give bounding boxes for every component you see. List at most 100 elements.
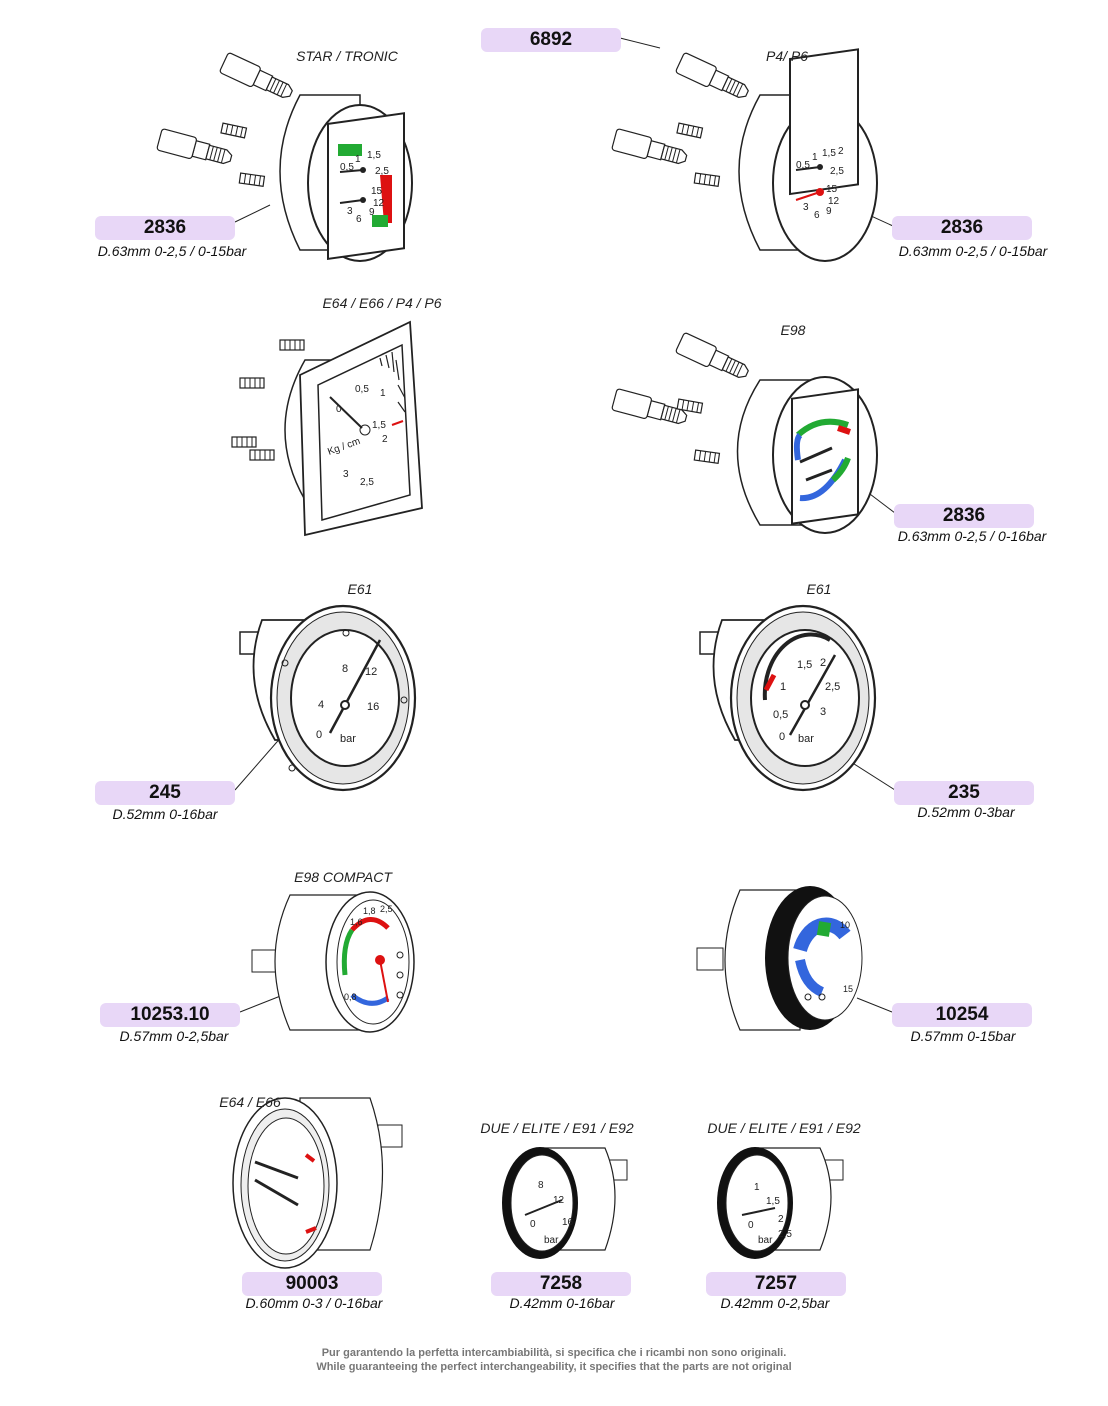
model-label-star-tronic: STAR / TRONIC [296, 48, 398, 64]
svg-text:1,5: 1,5 [766, 1196, 780, 1207]
svg-text:0,5: 0,5 [773, 709, 788, 721]
svg-text:16: 16 [367, 701, 379, 713]
model-label-7258: DUE / ELITE / E91 / E92 [480, 1120, 634, 1136]
gauge-e64-e66-drawing [232, 1097, 403, 1269]
part-code-badge-6892: 6892 [481, 28, 621, 52]
part-desc-2836-star: D.63mm 0-2,5 / 0-15bar [97, 243, 247, 259]
svg-text:12: 12 [365, 666, 377, 678]
svg-text:0: 0 [748, 1220, 754, 1231]
svg-text:4: 4 [318, 699, 324, 711]
svg-text:bar: bar [798, 733, 814, 745]
gauge-e61-245-drawing: 0 4 8 12 16 bar [239, 604, 417, 792]
part-desc-2836-e98: D.63mm 0-2,5 / 0-16bar [897, 528, 1047, 544]
part-code-badge-2836-e98: 2836 [894, 504, 1034, 528]
svg-text:2: 2 [382, 434, 388, 445]
svg-text:0: 0 [336, 404, 342, 415]
part-code-badge-245: 245 [95, 781, 235, 805]
svg-text:2,5: 2,5 [380, 904, 393, 914]
svg-text:9: 9 [826, 206, 832, 217]
gauge-e61-235-drawing: 0 0,5 1 1,5 2 2,5 3 bar [699, 604, 877, 792]
svg-text:10: 10 [840, 920, 850, 930]
svg-text:1: 1 [355, 154, 361, 165]
svg-text:0: 0 [779, 731, 785, 743]
gauge-e98-drawing [610, 331, 878, 534]
svg-text:0,8: 0,8 [344, 992, 357, 1002]
svg-text:6: 6 [356, 214, 362, 225]
svg-text:12: 12 [553, 1195, 565, 1206]
svg-text:1: 1 [780, 681, 786, 693]
svg-text:3: 3 [820, 706, 826, 718]
svg-text:2: 2 [838, 146, 844, 157]
svg-text:12: 12 [373, 198, 385, 209]
part-code-badge-10254: 10254 [892, 1003, 1032, 1027]
part-desc-7257: D.42mm 0-2,5bar [720, 1295, 830, 1311]
svg-text:1: 1 [812, 152, 818, 163]
svg-text:3: 3 [343, 469, 349, 480]
part-desc-10254: D.57mm 0-15bar [910, 1028, 1016, 1044]
svg-text:0,5: 0,5 [796, 160, 810, 171]
part-code-badge-90003: 90003 [242, 1272, 382, 1296]
gauge-7258-drawing: 8 12 16 0 bar [502, 1147, 628, 1259]
part-desc-245: D.52mm 0-16bar [112, 806, 218, 822]
svg-text:0: 0 [316, 729, 322, 741]
svg-text:8: 8 [342, 663, 348, 675]
model-label-e98: E98 [780, 322, 806, 338]
footer-disclaimer-english: While guaranteeing the perfect interchan… [316, 1361, 792, 1373]
svg-text:1: 1 [380, 388, 386, 399]
svg-text:bar: bar [544, 1235, 559, 1246]
part-desc-7258: D.42mm 0-16bar [509, 1295, 615, 1311]
model-label-e64-e66-p4-p6: E64 / E66 / P4 / P6 [322, 295, 442, 311]
svg-text:12: 12 [828, 196, 840, 207]
svg-text:6: 6 [814, 210, 820, 221]
model-label-e64-e66: E64 / E66 [219, 1094, 281, 1110]
svg-text:3: 3 [803, 202, 809, 213]
part-code-badge-7258: 7258 [491, 1272, 631, 1296]
svg-text:2: 2 [820, 657, 826, 669]
svg-text:2,5: 2,5 [825, 681, 840, 693]
part-desc-235: D.52mm 0-3bar [917, 804, 1015, 820]
svg-text:2,5: 2,5 [360, 477, 374, 488]
part-code-badge-235: 235 [894, 781, 1034, 805]
svg-text:1,5: 1,5 [372, 420, 386, 431]
svg-text:1: 1 [754, 1182, 760, 1193]
model-label-p4-p6: P4/ P6 [765, 48, 809, 64]
svg-text:9: 9 [369, 207, 375, 218]
svg-text:0,5: 0,5 [340, 162, 354, 173]
svg-text:15: 15 [826, 184, 838, 195]
svg-text:1,5: 1,5 [367, 150, 381, 161]
part-desc-2836-p4: D.63mm 0-2,5 / 0-15bar [898, 243, 1048, 259]
svg-text:0: 0 [530, 1219, 536, 1230]
svg-text:1,5: 1,5 [822, 148, 836, 159]
svg-text:bar: bar [340, 733, 356, 745]
svg-text:2,5: 2,5 [830, 166, 844, 177]
svg-text:bar: bar [758, 1235, 773, 1246]
part-code-badge-10253-10: 10253.10 [100, 1003, 240, 1027]
part-desc-90003: D.60mm 0-3 / 0-16bar [245, 1295, 383, 1311]
model-label-e61-245: E61 [347, 581, 373, 597]
svg-text:2,5: 2,5 [778, 1229, 792, 1240]
part-code-badge-2836-star: 2836 [95, 216, 235, 240]
svg-text:1,5: 1,5 [797, 659, 812, 671]
svg-text:15: 15 [371, 186, 383, 197]
svg-text:3: 3 [347, 206, 353, 217]
svg-text:0,5: 0,5 [355, 384, 369, 395]
model-label-e98-compact: E98 COMPACT [294, 869, 392, 885]
model-label-7257: DUE / ELITE / E91 / E92 [707, 1120, 861, 1136]
part-code-badge-2836-p4: 2836 [892, 216, 1032, 240]
footer-disclaimer-italian: Pur garantendo la perfetta intercambiabi… [321, 1347, 787, 1359]
svg-text:2,5: 2,5 [375, 166, 389, 177]
svg-text:15: 15 [843, 984, 853, 994]
svg-text:8: 8 [538, 1180, 544, 1191]
part-code-badge-7257: 7257 [706, 1272, 846, 1296]
model-label-e61-235: E61 [806, 581, 832, 597]
svg-text:2: 2 [778, 1214, 784, 1225]
part-desc-10253-10: D.57mm 0-2,5bar [119, 1028, 229, 1044]
svg-text:1,6: 1,6 [350, 917, 363, 927]
gauge-10254-drawing: 10 15 [696, 886, 863, 1031]
svg-text:16: 16 [562, 1217, 574, 1228]
